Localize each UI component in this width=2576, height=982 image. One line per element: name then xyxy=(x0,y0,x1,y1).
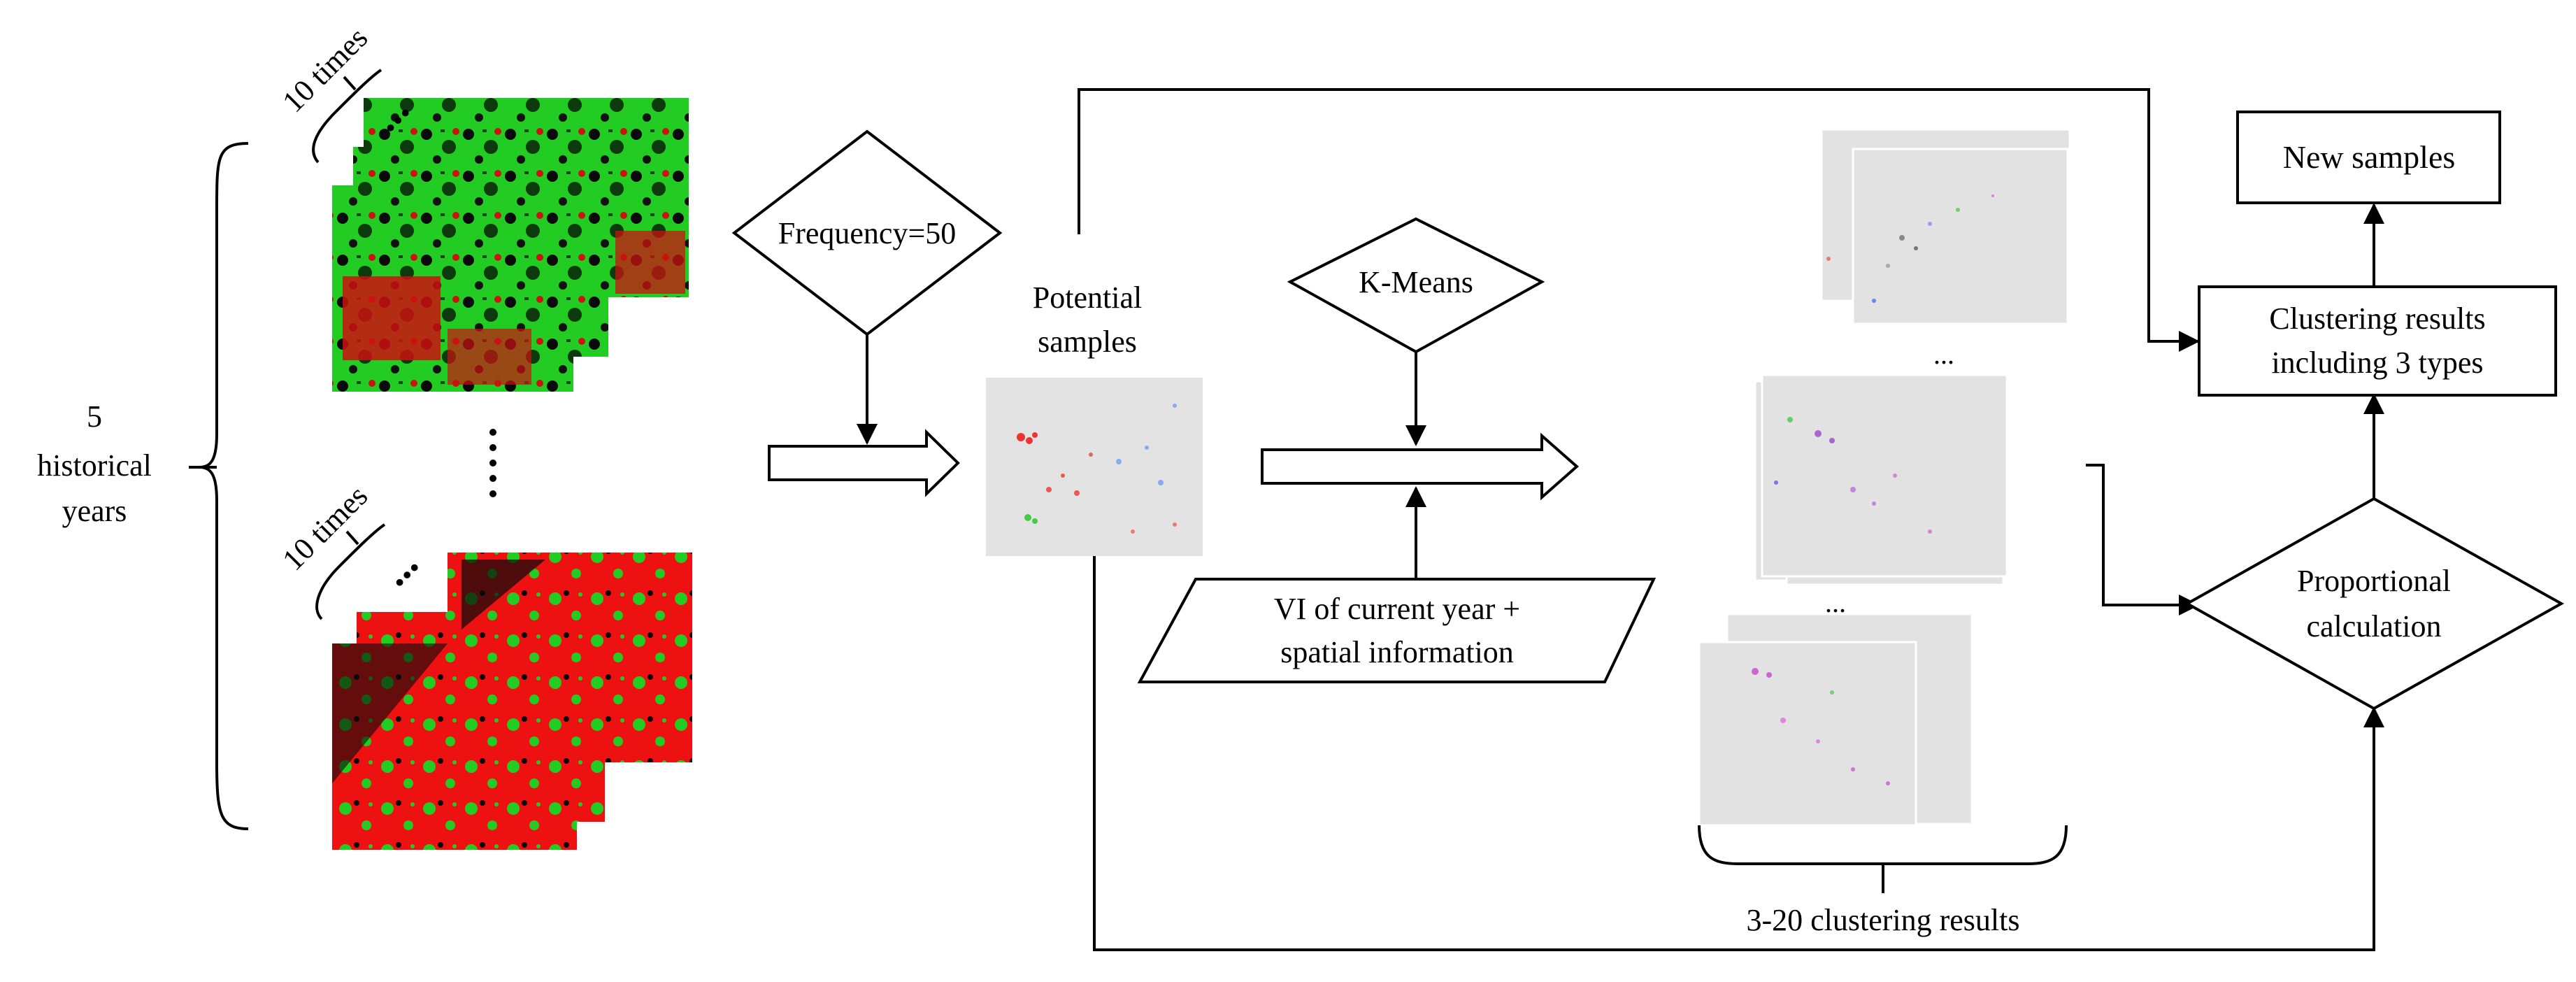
bottom-stack-repeat-label: 10 times xyxy=(276,478,374,577)
bottom-stack-more-ellipsis: ... xyxy=(372,540,427,595)
frequency-decision-label: Frequency=50 xyxy=(778,216,957,250)
proportional-label-line2: calculation xyxy=(2306,609,2441,643)
historical-years-label-line1: historical xyxy=(37,448,152,483)
proportional-label-line1: Proportional xyxy=(2297,564,2451,598)
clustering-results-label-line1: Clustering results xyxy=(2269,301,2485,336)
historical-to-potential-flow-arrow xyxy=(768,429,960,497)
potential-to-clustering-results-connector xyxy=(1078,88,2200,352)
clusters-to-proportional-connector xyxy=(2086,464,2200,615)
historical-years-brace xyxy=(189,142,249,830)
kmeans-decision-label: K-Means xyxy=(1359,265,1473,299)
vi-input-label-line1: VI of current year + xyxy=(1274,592,1520,626)
potential-samples-map xyxy=(986,378,1203,556)
cluster-stack-ellipsis-upper: ... xyxy=(1933,339,1954,370)
potential-samples-label-line2: samples xyxy=(1038,325,1137,359)
clustering-results-label-line2: including 3 types xyxy=(2271,346,2483,380)
new-samples-box xyxy=(2236,111,2501,204)
cluster-stack-middle xyxy=(1754,373,2008,586)
historical-years-label-line2: years xyxy=(62,494,127,528)
clustering-results-brace xyxy=(1698,825,2068,893)
bottom-image-stack xyxy=(332,553,692,850)
cluster-stack-bottom xyxy=(1698,613,1973,827)
top-stack-repeat-label: 10 times xyxy=(276,20,374,119)
between-stacks-ellipsis xyxy=(489,429,496,497)
potential-to-clustering-flow-arrow xyxy=(1261,432,1580,501)
cluster-stack-top xyxy=(1820,128,2071,325)
potential-to-proportional-connector xyxy=(1093,556,2384,951)
historical-years-count: 5 xyxy=(87,399,102,434)
top-image-stack xyxy=(332,98,689,392)
bottom-stack-repeat-brace xyxy=(315,523,386,620)
potential-samples-label-line1: Potential xyxy=(1033,280,1142,315)
top-stack-repeat-brace xyxy=(312,69,382,164)
vi-input-label-line2: spatial information xyxy=(1280,635,1514,669)
vi-spatial-input-parallelogram xyxy=(1137,578,1656,683)
new-samples-label: New samples xyxy=(2283,139,2456,175)
clustering-range-label: 3-20 clustering results xyxy=(1746,903,2019,937)
clustering-results-box xyxy=(2198,285,2557,397)
proportional-calculation-diamond xyxy=(2184,497,2565,711)
